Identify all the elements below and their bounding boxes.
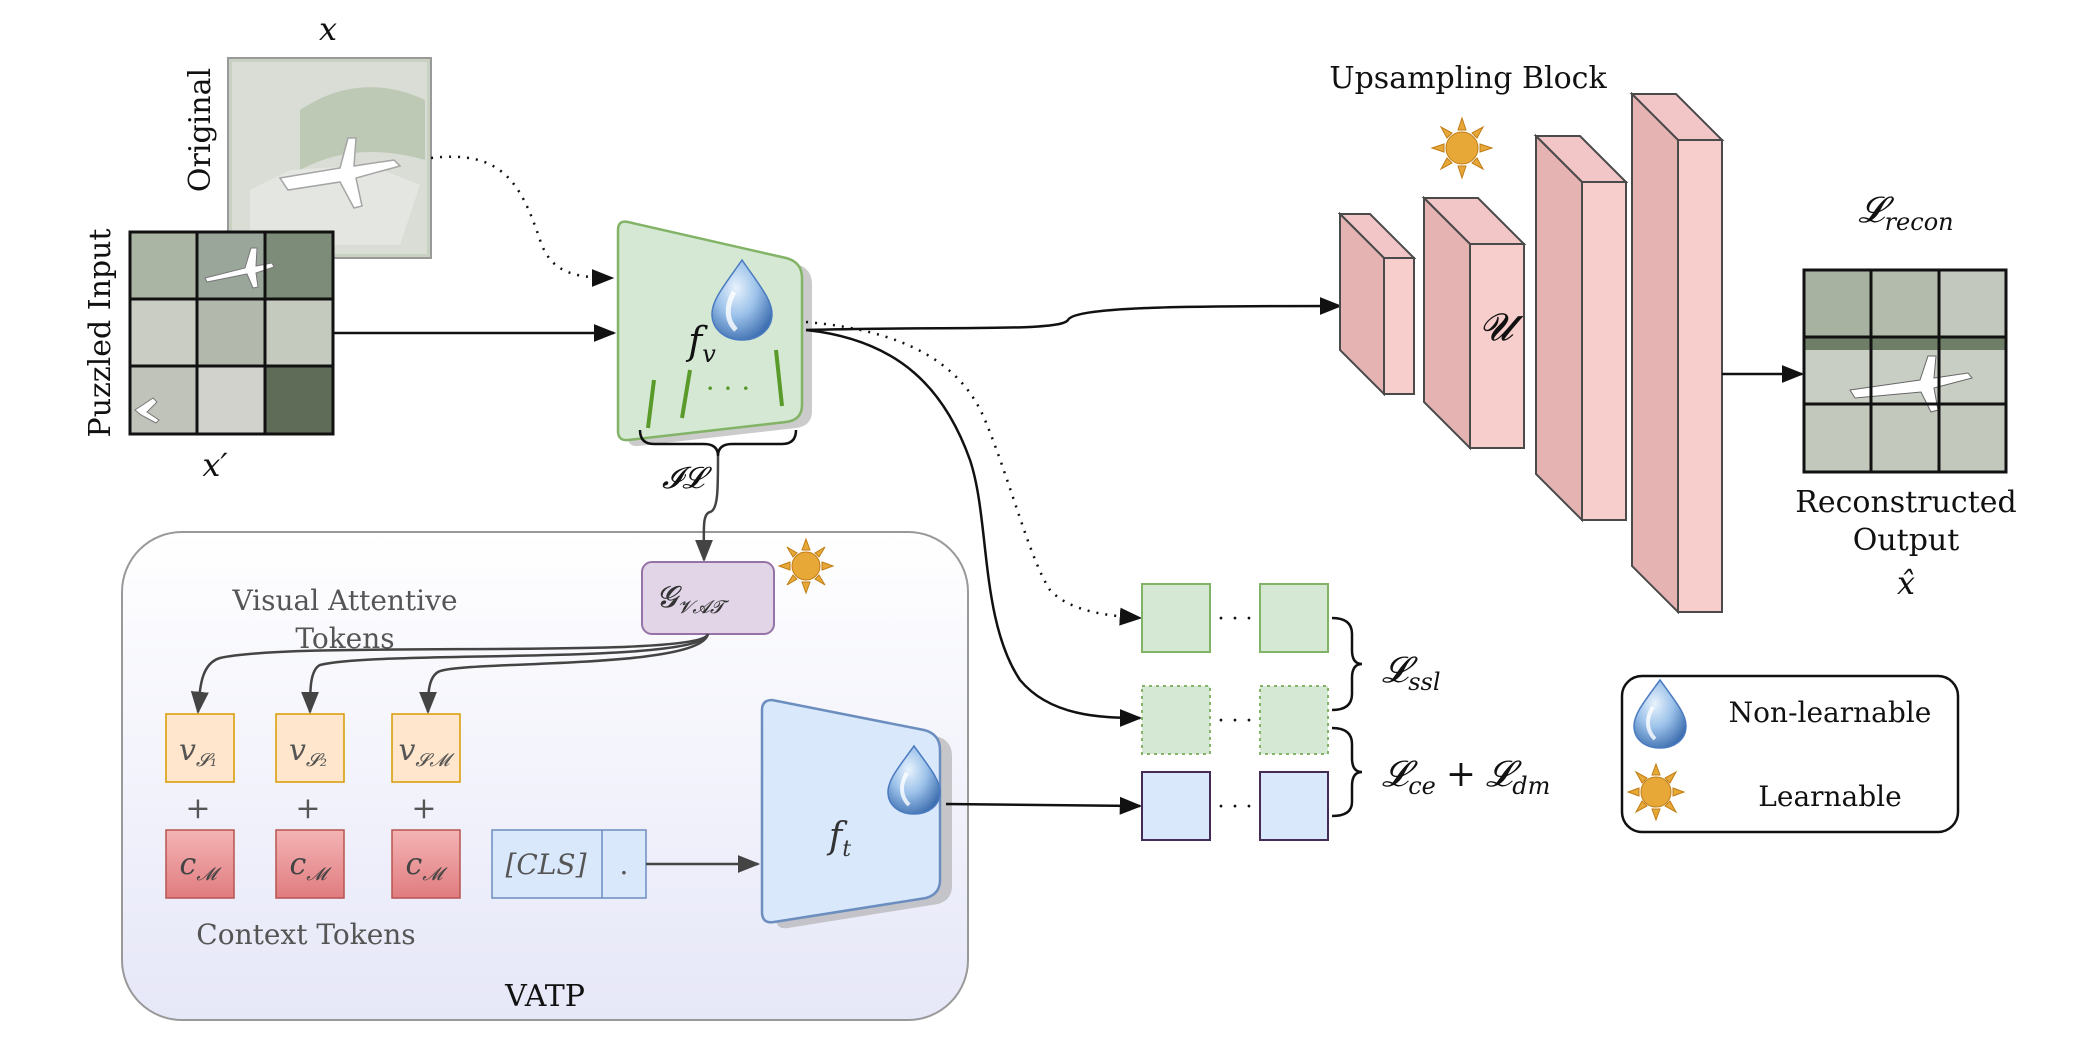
cls-token: [CLS] . (491, 829, 647, 899)
dashed-feature-row: · · · (1141, 685, 1329, 755)
plus-sign-2: + (295, 791, 320, 826)
arrow-il-to-generator (694, 455, 720, 563)
airplane-icon (278, 137, 402, 209)
ellipsis-2: · · · (1218, 709, 1253, 734)
legend-non-learnable-icon (1633, 678, 1687, 749)
svg-text:c𝓜: c𝓜 (180, 847, 223, 885)
vat-generator: 𝓖𝓥𝓐𝓣 (641, 561, 775, 635)
ssl-brace (1331, 616, 1363, 712)
original-var: x (319, 10, 337, 48)
non-learnable-icon-text-encoder (887, 744, 941, 815)
vatp-title: VATP (504, 979, 585, 1014)
text-encoder: ft (760, 698, 952, 929)
generator-to-token-arrows (190, 633, 710, 715)
reconstructed-label-line2: Output (1853, 523, 1960, 558)
ellipsis-3: · · · (1218, 795, 1253, 820)
svg-text:v𝓢𝓜: v𝓢𝓜 (398, 733, 455, 771)
original-label: Original (183, 68, 218, 192)
reconstructed-label-line1: Reconstructed (1795, 485, 2016, 520)
puzzled-input-var: x′ (202, 446, 228, 484)
arrow-encoder-to-upsampling (805, 297, 1343, 332)
context-token-3: c𝓜 (391, 829, 461, 899)
context-token-1: c𝓜 (165, 829, 235, 899)
cls-dot: . (620, 848, 629, 881)
legend: Non-learnable Learnable (1620, 674, 1960, 834)
reconstructed-var: x̂ (1897, 564, 1915, 602)
arrow-original-to-encoder (430, 155, 615, 287)
text-feature-row: · · · (1141, 771, 1329, 841)
cls-label: [CLS] (505, 848, 586, 881)
legend-learnable-icon (1626, 762, 1686, 822)
arrow-encoder-to-dashed-green (805, 328, 1143, 727)
il-label: 𝓘𝓛 (662, 461, 712, 496)
visual-tokens-label-line1: Visual Attentive (231, 584, 457, 617)
original-image (227, 57, 432, 259)
svg-text:v𝓢₁: v𝓢₁ (179, 733, 217, 771)
visual-token-2: v𝓢₂ (275, 713, 345, 783)
visual-encoder: fv · · · (616, 220, 812, 447)
recon-loss: 𝓛recon (1858, 190, 1953, 236)
ce-dm-loss: 𝓛ce+𝓛dm (1382, 754, 1550, 800)
intermediate-dots: · · · (706, 372, 751, 405)
reconstructed-output-grid (1802, 268, 2008, 474)
upsampling-block (1337, 91, 1725, 615)
ce-dm-brace (1331, 726, 1363, 818)
non-learnable-icon-encoder (711, 258, 773, 341)
context-tokens-label: Context Tokens (196, 918, 415, 951)
puzzled-input-grid (128, 230, 335, 436)
legend-learnable-label: Learnable (1758, 780, 1901, 813)
svg-text:v𝓢₂: v𝓢₂ (289, 733, 327, 771)
plus-sign-1: + (185, 791, 210, 826)
learnable-icon-upsampling (1430, 116, 1494, 180)
ellipsis-1: · · · (1218, 607, 1253, 632)
learnable-icon-generator (777, 537, 835, 595)
legend-non-learnable-label: Non-learnable (1729, 696, 1932, 729)
upsampling-title: Upsampling Block (1329, 61, 1607, 96)
ssl-loss: 𝓛ssl (1382, 650, 1441, 696)
visual-token-m: v𝓢𝓜 (391, 713, 461, 783)
plus-sign-3: + (411, 791, 436, 826)
visual-token-1: v𝓢₁ (165, 713, 235, 783)
svg-text:c𝓜: c𝓜 (290, 847, 333, 885)
arrow-text-encoder-to-blue (945, 796, 1143, 815)
puzzled-input-label: Puzzled Input (83, 229, 118, 438)
intermediate-layer-bars (646, 349, 784, 429)
svg-text:c𝓜: c𝓜 (406, 847, 449, 885)
context-token-2: c𝓜 (275, 829, 345, 899)
ssl-feature-row: · · · (1141, 583, 1329, 653)
